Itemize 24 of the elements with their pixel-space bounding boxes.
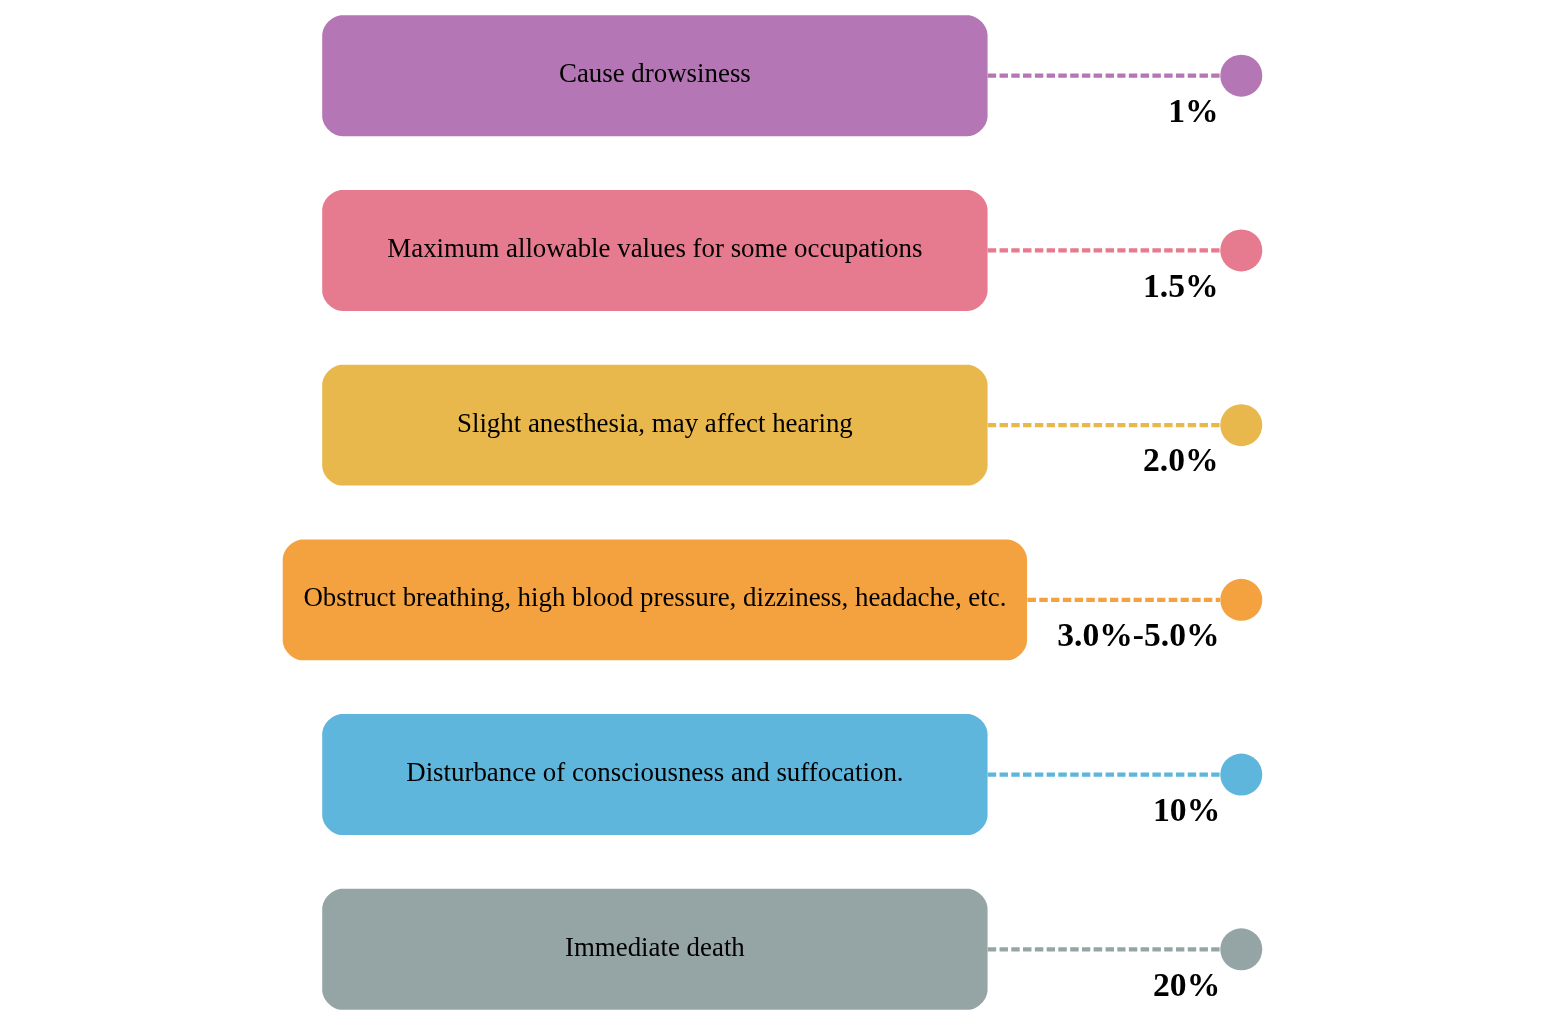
node-label: 3.0%-5.0% [1056,616,1220,654]
connector [987,772,1220,777]
node-label: 20% [1152,965,1220,1003]
node-label: 1% [1167,91,1219,129]
node-label: 1.5% [1142,266,1219,304]
connector [987,73,1220,78]
node-circle [1219,578,1262,621]
node-circle [1219,229,1262,272]
connector [987,947,1220,952]
node-box: Obstruct breathing, high blood pressure, dizziness, headache, etc. [282,539,1027,661]
node-label: 10% [1152,790,1220,828]
connector [987,423,1220,428]
node-box: Immediate death [321,888,988,1010]
node-circle [1219,404,1262,447]
node-box: Slight anesthesia, may affect hearing [321,364,988,486]
node-label: 2.0% [1142,441,1219,479]
node-box: Maximum allowable values for some occupations [321,189,988,311]
connector [1026,597,1220,602]
node-box: Disturbance of consciousness and suffocation. [321,714,988,836]
connector [987,248,1220,253]
node-circle [1219,54,1262,97]
node-box: Cause drowsiness [321,15,988,137]
node-circle [1219,753,1262,796]
node-circle [1219,928,1262,971]
